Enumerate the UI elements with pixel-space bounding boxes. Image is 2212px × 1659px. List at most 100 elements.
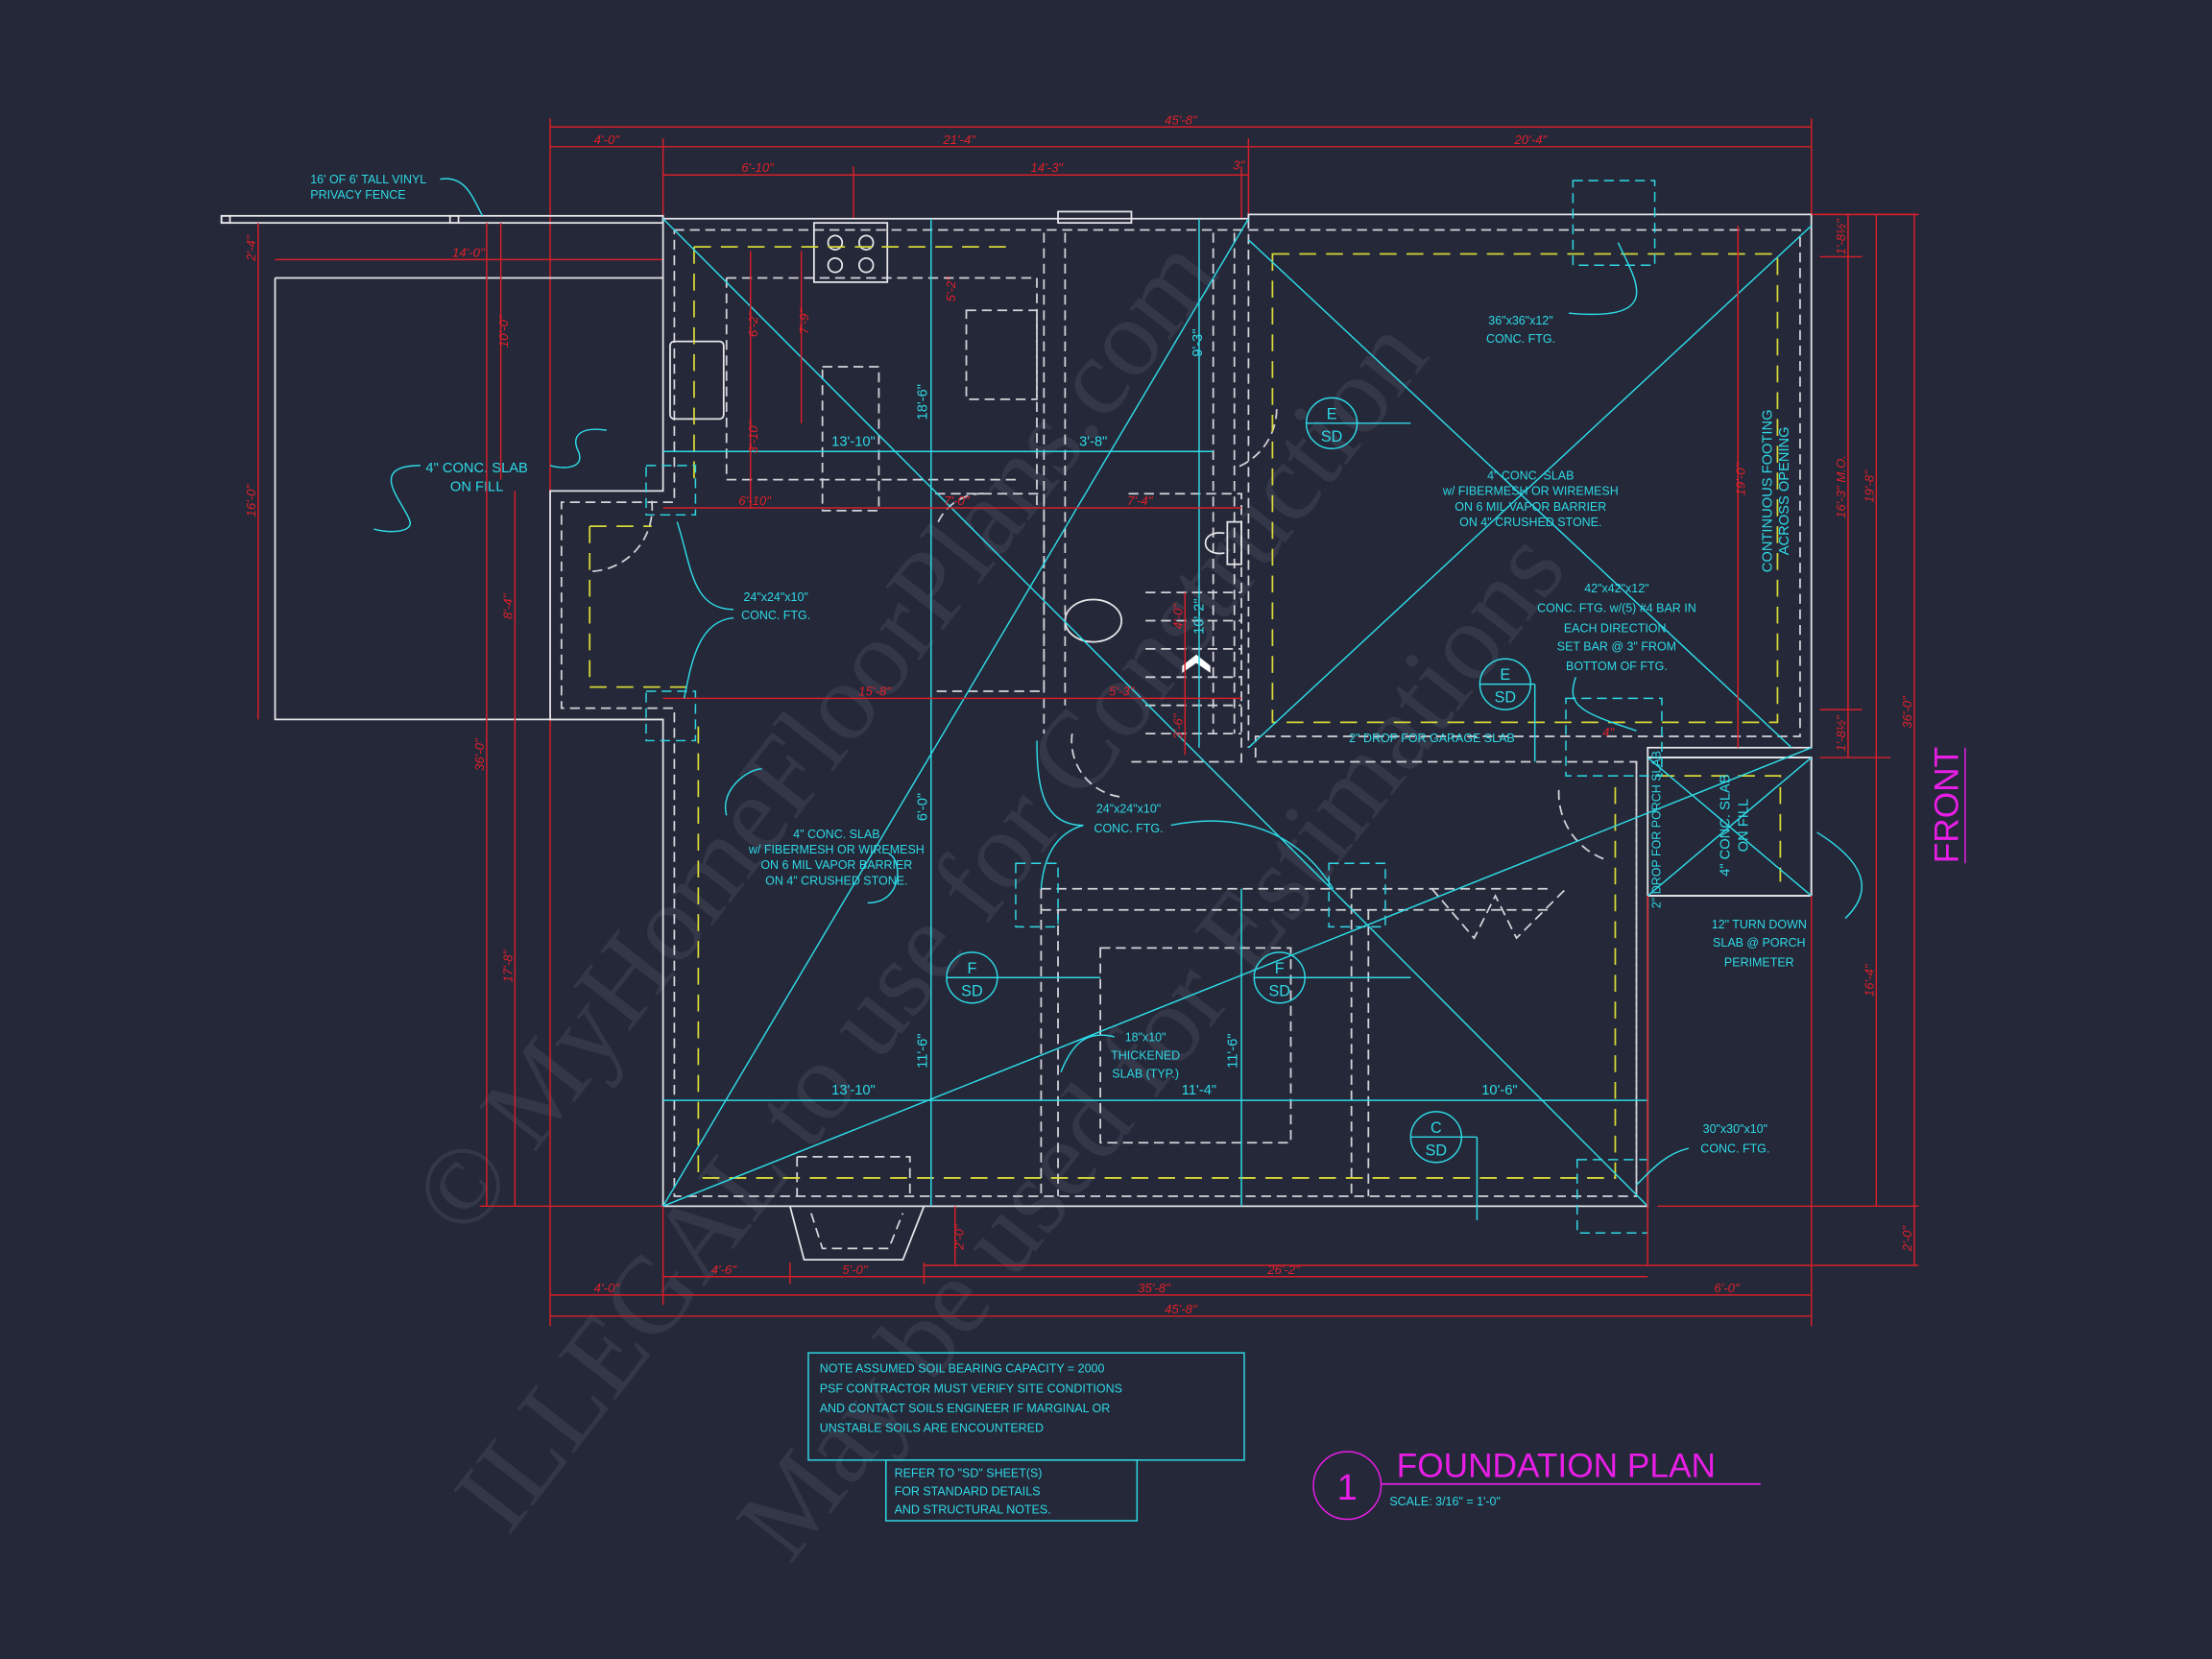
interior-dimensions: 6'-2" 7'-9" 5'-2" 3'-10" 6'-10" 7'-0" 7'… [662, 213, 1919, 1266]
garage-drop-label: 2" DROP FOR GARAGE SLAB [1349, 732, 1515, 745]
footing-lines [589, 246, 1782, 1179]
watermark: © MyHomeFloorPlans.com ILLEGAL to use fo… [389, 214, 1588, 1580]
dim-top-4-0: 4'-0" [594, 132, 621, 147]
patio-slab-label-line-1: 4" CONC. SLAB [425, 461, 528, 476]
ftg-42-line-3: EACH DIRECTION. [1564, 621, 1670, 635]
dim-cyan-13-10-bottom: 13'-10" [831, 1083, 876, 1098]
drawing-scale: SCALE: 3/16" = 1'-0" [1389, 1495, 1501, 1508]
dim-right-1-8-top: 1'-8½" [1834, 218, 1848, 255]
dim-bottom-4-0: 4'-0" [594, 1281, 621, 1295]
ftg-42-line-5: BOTTOM OF FTG. [1566, 660, 1668, 673]
thickened-slab-line-1: 18"x10" [1125, 1030, 1166, 1044]
dim-left-16-0: 16'-0" [244, 483, 258, 517]
main-slab-line-1: 4" CONC. SLAB [793, 828, 879, 841]
dim-bottom-26-2: 26'-2" [1266, 1262, 1301, 1277]
patio-slab: 4" CONC. SLAB ON FILL [274, 276, 663, 721]
dim-right-16-3-mo: 16'-3" M.O. [1834, 455, 1848, 518]
ftg-24-left-line-2: CONC. FTG. [741, 609, 810, 622]
dim-right-16-4: 16'-4" [1862, 963, 1876, 997]
dim-right-36-0: 36'-0" [1900, 695, 1914, 729]
ftg-42-line-4: SET BAR @ 3" FROM [1557, 639, 1676, 653]
section-marker[interactable]: E SD [1479, 658, 1536, 762]
section-marker[interactable]: F SD [946, 951, 1101, 1004]
section-marker-detail: F [1275, 960, 1285, 977]
dim-int-7-9: 7'-9" [797, 308, 811, 335]
pad-footings [645, 180, 1663, 1234]
dim-left-36-0: 36'-0" [472, 737, 487, 771]
dim-right-19-8: 19'-8" [1862, 469, 1876, 503]
section-marker-sheet: SD [1269, 982, 1290, 999]
dim-cyan-11-6-left: 11'-6" [915, 1034, 930, 1069]
ftg-42-line-1: 42"x42"x12" [1584, 582, 1648, 595]
dim-bottom-5-0: 5'-0" [842, 1262, 869, 1277]
slab-diagonals [661, 218, 1813, 1208]
privacy-fence: 16' OF 6' TALL VINYL PRIVACY FENCE [220, 173, 664, 225]
right-dimensions: 1'-8½" 19'-0" 16'-3" M.O. 19'-8" 1'-8½" … [1647, 213, 1966, 1266]
dim-left-2-4: 2'-4" [244, 234, 258, 262]
dim-int-5-3: 5'-3" [1109, 684, 1136, 698]
turn-down-line-3: PERIMETER [1724, 956, 1794, 970]
top-dimensions: 45'-8" 4'-0" 21'-4" 20'-4" 6'-10" 14'-3"… [549, 112, 1813, 1327]
porch-slab-line-2: ON FILL [1737, 799, 1752, 853]
dim-right-2-0: 2'-0" [1900, 1225, 1914, 1253]
dim-int-3-10: 3'-10" [746, 420, 760, 453]
dim-top-6-10: 6'-10" [741, 160, 775, 175]
ftg-30-line-2: CONC. FTG. [1700, 1142, 1769, 1155]
dim-top-20-4: 20'-4" [1513, 132, 1548, 147]
dim-left-17-8: 17'-8" [500, 949, 515, 982]
section-marker[interactable]: F SD [1253, 951, 1411, 1004]
patio-slab-label-line-2: ON FILL [450, 479, 504, 494]
dim-int-15-8: 15'-8" [858, 684, 892, 698]
dim-cyan-10-2: 10'-2" [1191, 598, 1207, 634]
dim-top-14-3: 14'-3" [1030, 160, 1064, 175]
dim-left-10-0: 10'-0" [496, 314, 511, 348]
garage-slab-line-4: ON 4" CRUSHED STONE. [1459, 516, 1601, 529]
dim-top-overall: 45'-8" [1165, 112, 1198, 127]
section-marker-detail: C [1431, 1119, 1442, 1137]
main-slab-line-3: ON 6 MIL VAPOR BARRIER [760, 858, 912, 872]
section-marker[interactable]: C SD [1409, 1111, 1479, 1221]
dim-cyan-3-8: 3'-8" [1079, 434, 1107, 449]
ftg-30-line-1: 30"x30"x10" [1703, 1122, 1767, 1136]
dim-int-6-10: 6'-10" [738, 493, 772, 508]
ftg-24-left-line-1: 24"x24"x10" [743, 590, 807, 604]
soil-note-line-2: PSF CONTRACTOR MUST VERIFY SITE CONDITIO… [820, 1382, 1122, 1395]
refer-note-box: REFER TO "SD" SHEET(S) FOR STANDARD DETA… [885, 1459, 1139, 1522]
garage-slab-line-2: w/ FIBERMESH OR WIREMESH [1442, 485, 1619, 498]
ftg-36-line-1: 36"x36"x12" [1488, 314, 1552, 327]
turn-down-line-2: SLAB @ PORCH [1713, 936, 1805, 950]
dim-int-4-0: 4'-0" [1170, 603, 1185, 630]
dim-top-3: 3" [1233, 157, 1245, 172]
dim-top-21-4: 21'-4" [942, 132, 976, 147]
main-slab-line-2: w/ FIBERMESH OR WIREMESH [748, 843, 925, 856]
left-dimensions: 2'-4" 14'-0" 16'-0" 10'-0" 8'-4" 36'-0" … [244, 223, 663, 1208]
dim-int-7-4: 7'-4" [1127, 493, 1154, 508]
annotations: 24"x24"x10" CONC. FTG. 36"x36"x12" CONC.… [676, 242, 1863, 1186]
continuous-footing-line-1: CONTINUOUS FOOTING [1761, 409, 1776, 572]
thickened-slab-line-3: SLAB (TYP.) [1112, 1068, 1179, 1081]
dim-int-6-2: 6'-2" [746, 310, 760, 337]
ftg-36-line-2: CONC. FTG. [1486, 332, 1555, 346]
drawing-title-text: FOUNDATION PLAN [1397, 1447, 1716, 1484]
ftg-24-center-line-2: CONC. FTG. [1094, 822, 1163, 835]
dim-bottom-4-6: 4'-6" [711, 1262, 738, 1277]
dim-cyan-6-0: 6'-0" [915, 793, 930, 821]
porch-drop-label: 2" DROP FOR PORCH SLAB [1649, 751, 1663, 908]
section-marker-sheet: SD [1495, 689, 1516, 707]
fence-label-line-1: 16' OF 6' TALL VINYL [310, 173, 426, 186]
front-label: FRONT [1929, 747, 1966, 863]
refer-note-line-1: REFER TO "SD" SHEET(S) [895, 1466, 1043, 1479]
section-marker-sheet: SD [1321, 428, 1342, 445]
dim-cyan-18-6: 18'-6" [915, 384, 930, 420]
main-slab-line-4: ON 4" CRUSHED STONE. [765, 874, 907, 887]
section-marker[interactable]: E SD [1305, 397, 1411, 450]
soil-note-line-3: AND CONTACT SOILS ENGINEER IF MARGINAL O… [820, 1402, 1111, 1415]
dim-bottom-overall: 45'-8" [1165, 1302, 1198, 1316]
dim-cyan-11-6-right: 11'-6" [1226, 1034, 1241, 1069]
dim-cyan-9-3: 9'-3" [1190, 328, 1206, 356]
section-marker-detail: F [967, 960, 976, 977]
fence-label-line-2: PRIVACY FENCE [310, 188, 405, 202]
drawing-title: 1 FOUNDATION PLAN SCALE: 3/16" = 1'-0" [1312, 1447, 1761, 1521]
dim-int-3-6: 3'-6" [1170, 712, 1185, 739]
